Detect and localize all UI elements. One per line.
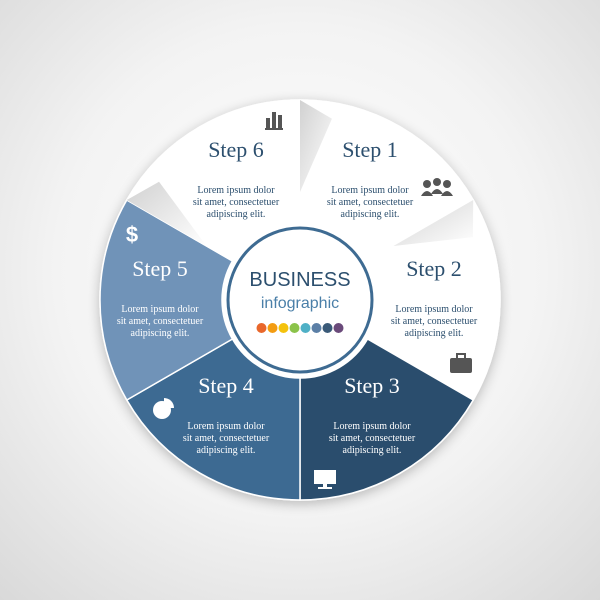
monitor-icon: [314, 470, 336, 489]
color-dot-6: [311, 323, 322, 333]
center-ring: [226, 226, 374, 374]
step-5-desc-3: adipiscing elit.: [131, 328, 190, 339]
step-1-desc-3: adipiscing elit.: [341, 209, 400, 220]
color-dot-8: [333, 323, 344, 333]
step-icons: $: [126, 112, 472, 489]
bar-chart-icon: [265, 112, 283, 130]
step-2-title: Step 2: [406, 256, 462, 281]
sector-step-2: [366, 198, 501, 402]
fold-shadow-step-6: [126, 181, 207, 246]
step-4-title: Step 4: [198, 373, 254, 398]
sector-step-1: [299, 99, 475, 263]
step-2-desc-2: sit amet, consectetuer: [391, 316, 478, 327]
step-2-desc-3: adipiscing elit.: [405, 328, 464, 339]
step-6-desc-3: adipiscing elit.: [207, 209, 266, 220]
fold-shadow-step-2: [393, 200, 474, 246]
center-title: BUSINESS: [249, 269, 350, 291]
step-5-desc-2: sit amet, consectetuer: [117, 316, 204, 327]
color-dot-5: [300, 323, 311, 333]
step-2-desc-1: Lorem ipsum dolor: [395, 304, 473, 315]
svg-text:$: $: [126, 222, 138, 247]
color-dot-1: [256, 323, 267, 333]
color-dot-2: [267, 323, 278, 333]
briefcase-icon: [450, 353, 472, 373]
fold-shadows: [126, 100, 474, 246]
dollar-icon: $: [126, 222, 138, 247]
step-4-desc-1: Lorem ipsum dolor: [187, 421, 265, 432]
step-3-desc-1: Lorem ipsum dolor: [333, 421, 411, 432]
sector-step-3: [299, 337, 475, 501]
color-dots: [256, 323, 344, 333]
center-disc: [232, 232, 368, 368]
people-icon: [421, 178, 453, 196]
step-6-title: Step 6: [208, 137, 264, 162]
step-4-desc-2: sit amet, consectetuer: [183, 433, 270, 444]
pie-chart-icon: [153, 398, 174, 419]
color-dot-7: [322, 323, 333, 333]
step-6-desc-2: sit amet, consectetuer: [193, 197, 280, 208]
step-5-title: Step 5: [132, 256, 188, 281]
step-5-desc-1: Lorem ipsum dolor: [121, 304, 199, 315]
step-1-desc-1: Lorem ipsum dolor: [331, 185, 409, 196]
step-1-title: Step 1: [342, 137, 398, 162]
step-3-desc-3: adipiscing elit.: [343, 445, 402, 456]
color-dot-3: [278, 323, 289, 333]
step-6-desc-1: Lorem ipsum dolor: [197, 185, 275, 196]
color-dot-4: [289, 323, 300, 333]
step-1-desc-2: sit amet, consectetuer: [327, 197, 414, 208]
step-3-desc-2: sit amet, consectetuer: [329, 433, 416, 444]
step-3-title: Step 3: [344, 373, 400, 398]
sector-step-5: [99, 198, 234, 402]
fold-shadow-step-1: [300, 100, 332, 192]
step-4-desc-3: adipiscing elit.: [197, 445, 256, 456]
center-subtitle: infographic: [261, 295, 339, 312]
